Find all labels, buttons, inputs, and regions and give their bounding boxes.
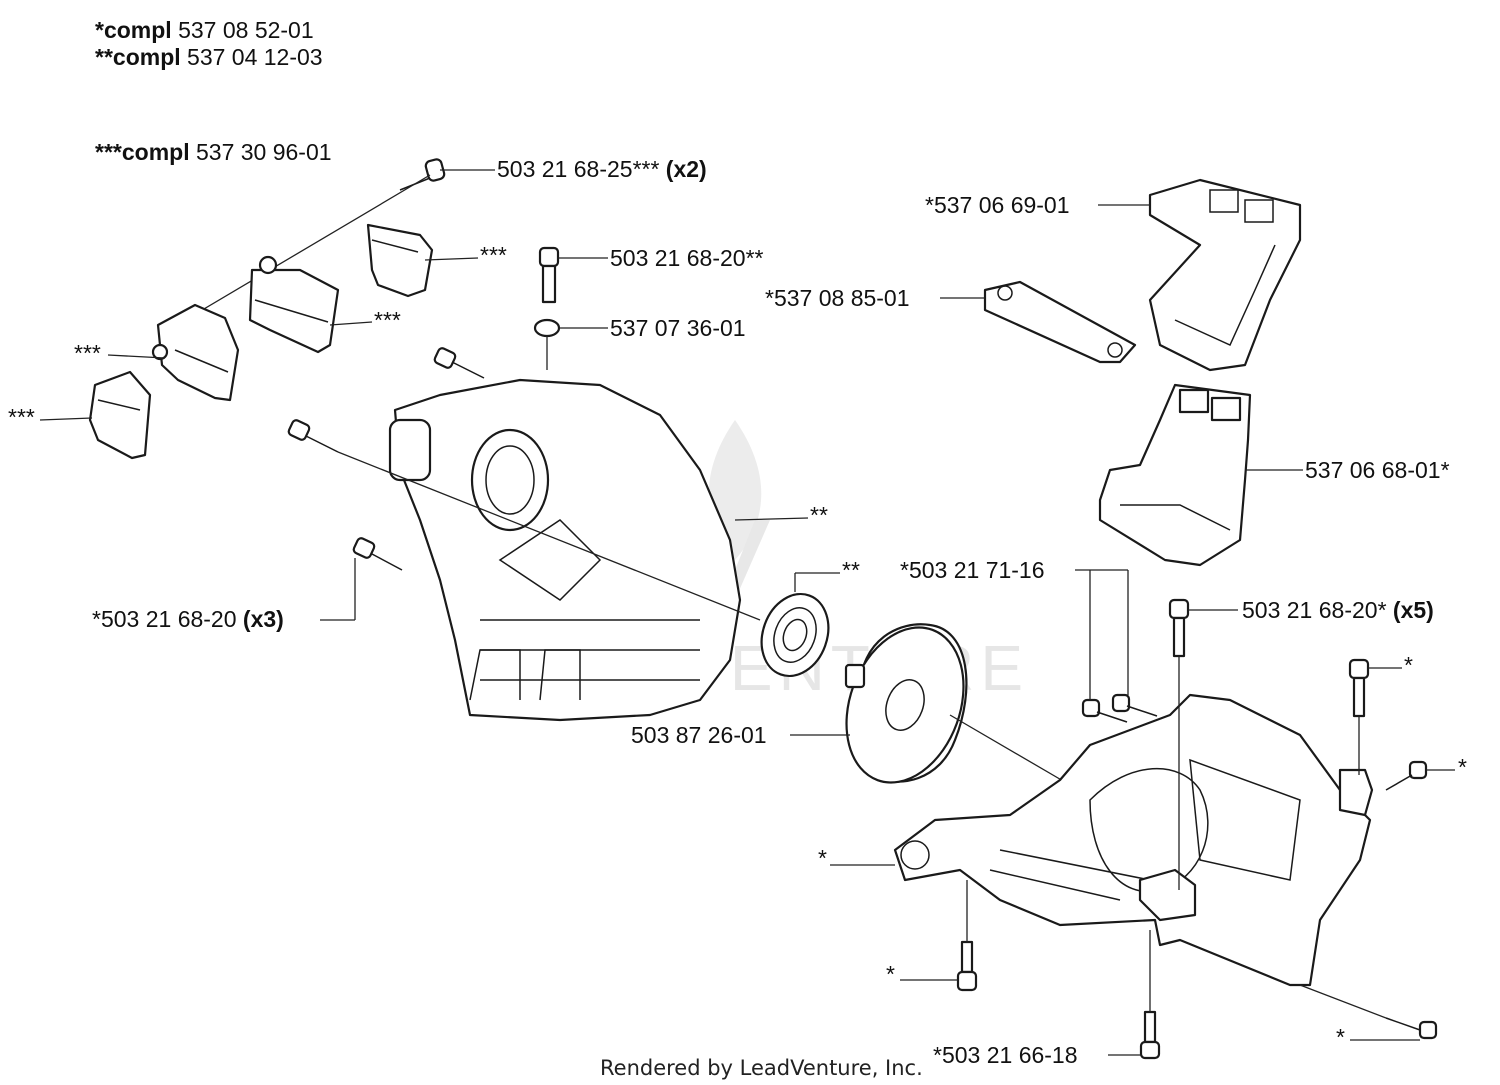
clamp-upper bbox=[366, 223, 434, 298]
callout-crankcase-left: ** bbox=[810, 502, 828, 528]
screw-top-center bbox=[538, 246, 560, 304]
screw-case-c bbox=[352, 537, 403, 571]
crankcase-right-half bbox=[893, 693, 1374, 987]
screws-bottom bbox=[956, 880, 1438, 1060]
callout-clamp-lower-left: *** bbox=[8, 404, 35, 430]
callout-screws-right-group: 503 21 68-20* (x5) bbox=[1242, 597, 1434, 623]
guard-upper bbox=[1148, 178, 1302, 372]
callout-bearing: ** bbox=[842, 557, 860, 583]
callout-clamp-mid: *** bbox=[374, 307, 401, 333]
spring-ring bbox=[533, 318, 561, 370]
kit3-legend: ***compl 537 30 96-01 bbox=[95, 139, 332, 165]
callout-screw-bottom-right: * bbox=[1336, 1024, 1345, 1050]
callout-crankcase-right: * bbox=[818, 845, 827, 871]
callout-screw-top-left: 503 21 68-25*** (x2) bbox=[497, 156, 707, 182]
callout-guard-lower: 537 06 68-01* bbox=[1305, 457, 1450, 483]
screw-case-b bbox=[287, 419, 761, 621]
clamp-lower-left bbox=[88, 370, 152, 460]
callout-screw-bottom-left: * bbox=[886, 961, 895, 987]
callout-screws-left-group: *503 21 68-20 (x3) bbox=[92, 606, 284, 632]
clamp-mid bbox=[248, 255, 340, 354]
crankcase-left-half bbox=[388, 378, 742, 722]
callout-screws-mid-right: *503 21 71-16 bbox=[900, 557, 1045, 583]
screw-case-a bbox=[433, 347, 485, 379]
guard-lower bbox=[1098, 383, 1252, 567]
clamp-left bbox=[151, 303, 240, 402]
callout-screw-top: 503 21 68-20** bbox=[610, 245, 764, 271]
callout-screw-right-top: * bbox=[1404, 652, 1413, 678]
callout-clutch-drum: 503 87 26-01 bbox=[631, 722, 767, 748]
kit2-legend: **compl 537 04 12-03 bbox=[95, 44, 323, 70]
callout-plate: *537 08 85-01 bbox=[765, 285, 910, 311]
callout-screw-right-side: * bbox=[1458, 754, 1467, 780]
callout-spring: 537 07 36-01 bbox=[610, 315, 746, 341]
callout-screw-bottom: *503 21 66-18 bbox=[933, 1042, 1078, 1068]
screws-right-cluster bbox=[1081, 598, 1428, 890]
callout-clamp-upper: *** bbox=[480, 242, 507, 268]
plate bbox=[983, 280, 1137, 364]
callout-clamp-left: *** bbox=[74, 340, 101, 366]
clutch-drum bbox=[844, 623, 1071, 786]
callout-guard-upper: *537 06 69-01 bbox=[925, 192, 1070, 218]
leader-lines bbox=[39, 169, 1455, 1056]
kit1-legend: *compl 537 08 52-01 bbox=[95, 17, 314, 43]
bearing bbox=[760, 592, 830, 678]
credit-line: Rendered by LeadVenture, Inc. bbox=[600, 1056, 923, 1080]
